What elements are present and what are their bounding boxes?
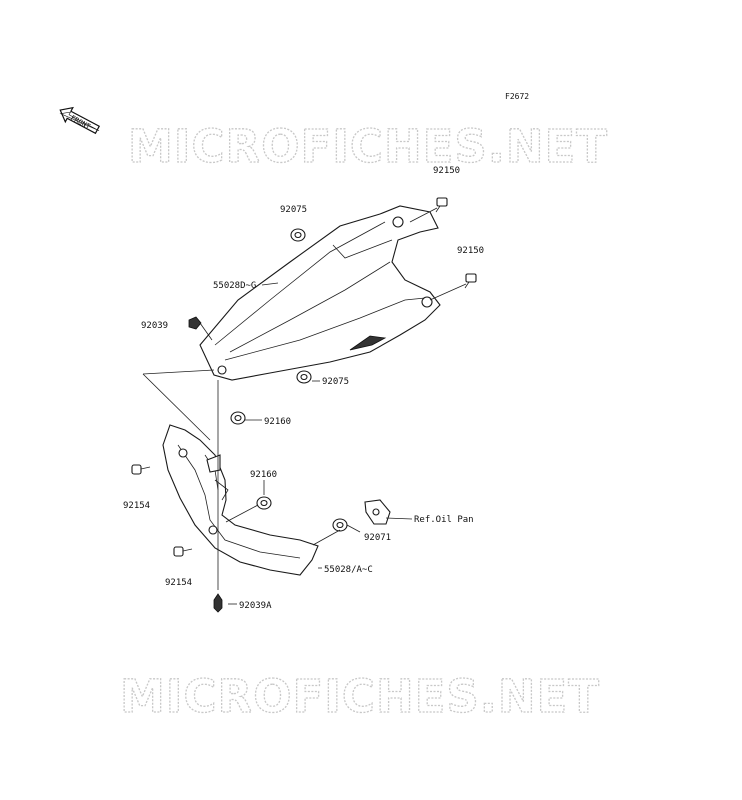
figure-code: F2672 xyxy=(505,92,529,101)
collar-92160-upper-icon xyxy=(230,411,246,425)
nut-92039A-icon xyxy=(213,593,223,613)
collar-92160-lower-icon xyxy=(256,496,272,510)
label-92160-lower: 92160 xyxy=(250,470,277,480)
label-92150-right: 92150 xyxy=(457,246,484,256)
label-92075-bottom: 92075 xyxy=(322,377,349,387)
label-92039A: 92039A xyxy=(239,601,272,611)
watermark-bottom: MICROFICHES.NET xyxy=(120,670,600,723)
watermark-top: MICROFICHES.NET xyxy=(128,120,608,173)
upper-cowl-part xyxy=(199,205,441,381)
bracket-oil-pan-icon xyxy=(364,499,391,525)
bolt-92150-right-icon xyxy=(464,273,477,289)
label-92150-top: 92150 xyxy=(433,166,460,176)
lower-cowl-part xyxy=(162,424,319,576)
leader-lines xyxy=(142,207,467,605)
label-92160-upper: 92160 xyxy=(264,417,291,427)
label-92071: 92071 xyxy=(364,533,391,543)
washer-92071-icon xyxy=(332,518,348,532)
grommet-92075-bottom-icon xyxy=(296,370,312,384)
label-92075-top: 92075 xyxy=(280,205,307,215)
label-55028D: 55028D~G xyxy=(213,281,256,291)
label-92154-lower: 92154 xyxy=(165,578,192,588)
bolt-92150-top-icon xyxy=(435,197,448,213)
label-55028A: 55028/A~C xyxy=(324,565,373,575)
clip-92039-icon xyxy=(188,316,202,330)
bolt-92154-upper-icon xyxy=(131,464,151,475)
front-arrow-icon: FRONT xyxy=(59,106,101,135)
bolt-92154-lower-icon xyxy=(173,546,193,557)
grommet-92075-top-icon xyxy=(290,228,306,242)
label-92154-upper: 92154 xyxy=(123,501,150,511)
label-92039: 92039 xyxy=(141,321,168,331)
label-ref-oil-pan: Ref.Oil Pan xyxy=(414,515,474,525)
